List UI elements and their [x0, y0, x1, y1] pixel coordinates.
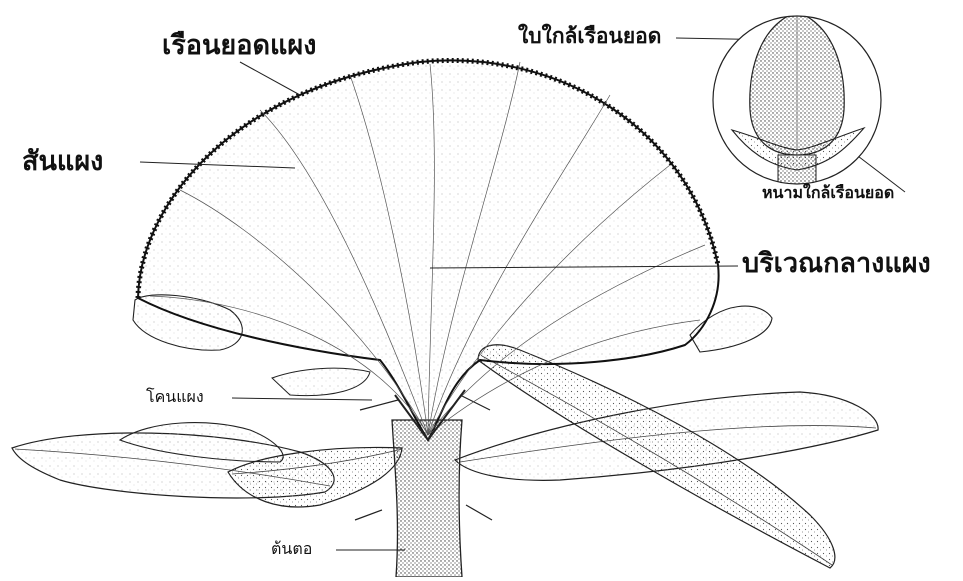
label-fan-base: โคนแผง — [146, 389, 204, 405]
crest-fan — [138, 60, 719, 440]
label-stem: ต้นตอ — [271, 541, 312, 557]
label-inset-leaf: ใบใกล้เรือนยอด — [518, 26, 661, 47]
inset-detail — [713, 12, 881, 195]
label-crest-rim: เรือนยอดแผง — [162, 32, 316, 59]
label-inset-spine: หนามใกล้เรือนยอด — [762, 185, 894, 201]
label-fan-edge: สันแผง — [22, 148, 103, 175]
label-fan-center: บริเวณกลางแผง — [742, 250, 931, 277]
leaf-left-lower — [12, 423, 402, 507]
leaf-right-lower — [455, 345, 878, 568]
